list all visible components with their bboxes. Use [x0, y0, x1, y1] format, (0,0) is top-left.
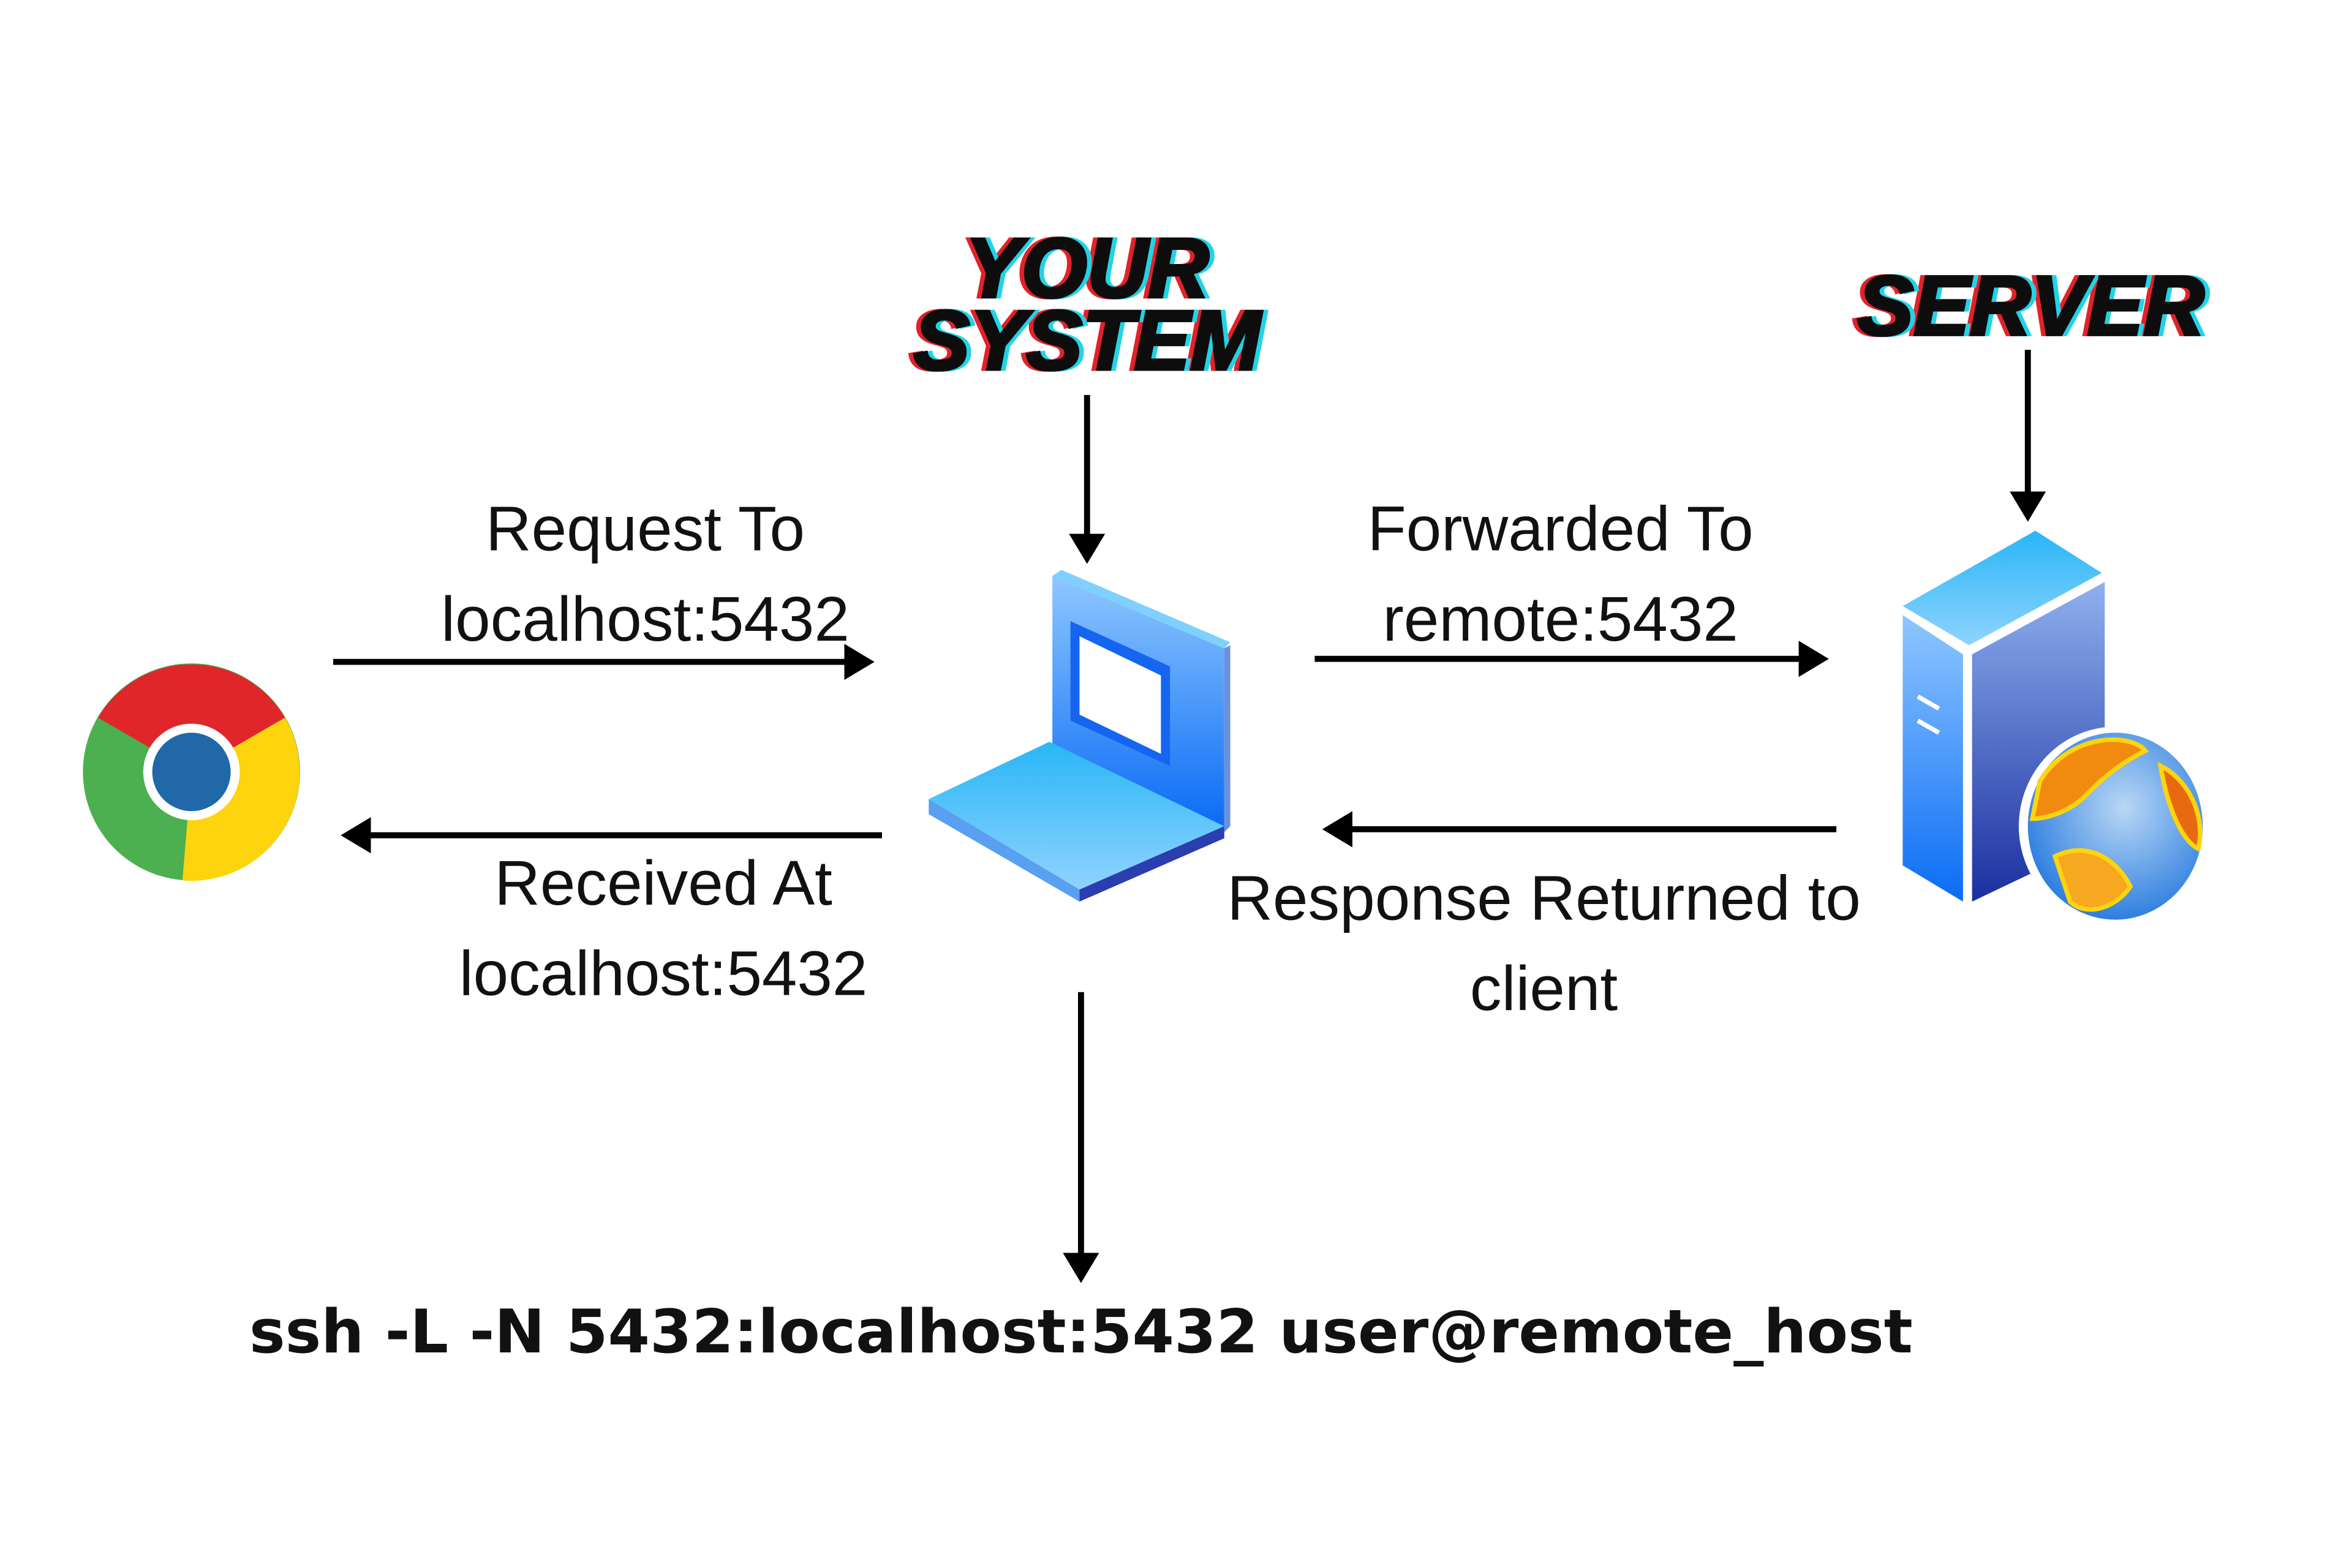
forwarded-port-label: remote:5432 [1382, 583, 1738, 654]
request-label: Request To [486, 492, 805, 564]
laptop-icon [929, 570, 1231, 902]
chrome-browser-icon [83, 663, 300, 881]
system-title-text: SYSTEM [913, 293, 1262, 388]
response-label: Response Returned to [1227, 862, 1860, 933]
response-client-label: client [1470, 952, 1618, 1023]
globe-icon [2019, 726, 2212, 926]
received-port-label: localhost:5432 [459, 938, 868, 1009]
your-title-text: YOUR [965, 221, 1209, 315]
server-title-text: SERVER [1857, 258, 2204, 353]
request-port-label: localhost:5432 [441, 583, 850, 654]
your-system-title: YOUR SYSTEM [912, 219, 1264, 389]
server-title: SERVER [1856, 257, 2206, 355]
received-label: Received At [494, 847, 832, 918]
ssh-command: ssh -L -N 5432:localhost:5432 user@remot… [249, 1297, 1913, 1367]
forwarded-label: Forwarded To [1368, 492, 1754, 564]
